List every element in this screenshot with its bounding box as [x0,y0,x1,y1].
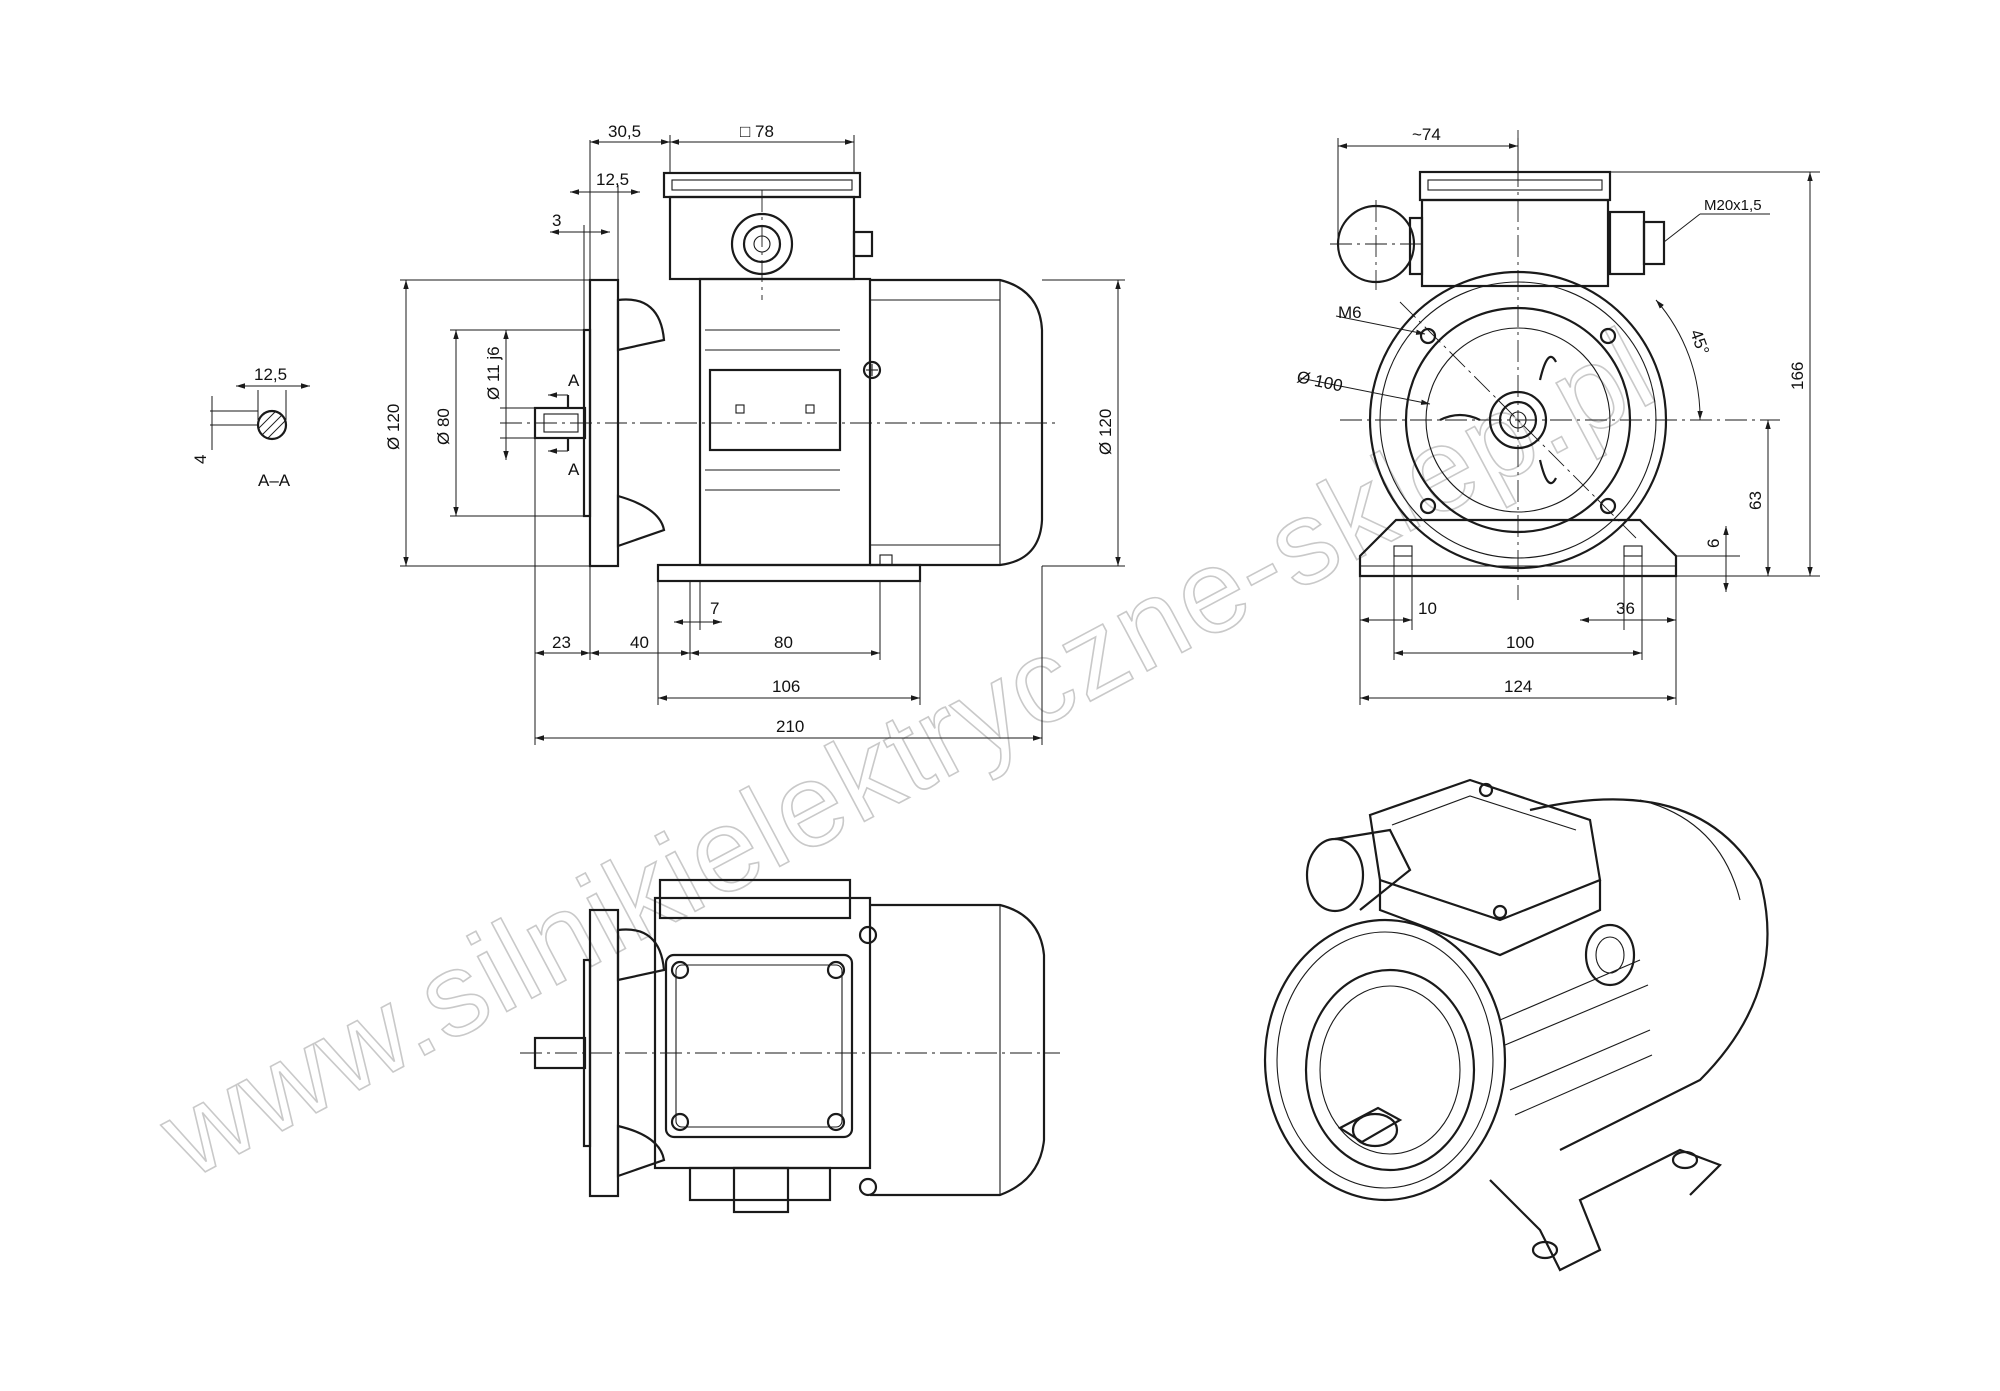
dim-housing-diameter: Ø 120 [1096,409,1115,455]
dim-terminal-box-size: □ 78 [740,122,774,141]
dim-spigot: 3 [552,211,561,230]
dim-shaft-length: 23 [552,633,571,652]
section-view: 12,5 4 A–A [191,365,310,490]
isometric-view [1263,778,1769,1272]
section-label: A–A [258,471,291,490]
dim-foot-hole-distance: 80 [774,633,793,652]
section-mark-top: A [568,371,580,390]
dim-foot-width-edge: 36 [1616,599,1635,618]
dim-cable-gland: M20x1,5 [1704,197,1762,214]
dim-bolt-angle: 45° [1686,327,1713,358]
watermark: www.silnikielektryczne-sklep.pl [139,302,1677,1204]
dim-spigot-diameter: Ø 80 [434,408,453,445]
dim-foot-hole: 10 [1418,599,1437,618]
dim-terminal-box-offset: 30,5 [608,122,641,141]
dim-flange-to-foot-hole: 40 [630,633,649,652]
dim-flange-bolts: M6 [1338,303,1362,322]
section-hatch [258,411,286,439]
end-view: ~74 M20x1,5 M6 Ø 100 45° 166 63 6 10 36 [1295,125,1820,705]
section-key-width: 12,5 [254,365,287,384]
dim-total-length: 210 [776,717,804,736]
dim-foot-edge: 7 [710,599,719,618]
dim-foot-thickness: 6 [1704,539,1723,548]
section-key-depth: 4 [191,455,210,464]
top-view [520,878,1060,1214]
section-mark-bottom: A [568,460,580,479]
dim-flange-thickness: 12,5 [596,170,629,189]
dim-total-height: 166 [1788,362,1807,390]
dim-shaft-height: 63 [1746,491,1765,510]
dim-box-overhang: ~74 [1412,125,1441,144]
dim-foot-hole-span: 100 [1506,633,1534,652]
dim-flange-diameter: Ø 120 [384,404,403,450]
watermark-text: www.silnikielektryczne-sklep.pl [139,303,1675,1203]
side-view: A A 30,5 □ 78 12,5 3 Ø 120 Ø 80 Ø 11 j6 … [384,122,1125,745]
dim-foot-width: 124 [1504,677,1532,696]
dim-bolt-circle: Ø 100 [1295,367,1344,395]
dim-shaft-diameter: Ø 11 j6 [484,346,503,400]
dim-foot-length: 106 [772,677,800,696]
